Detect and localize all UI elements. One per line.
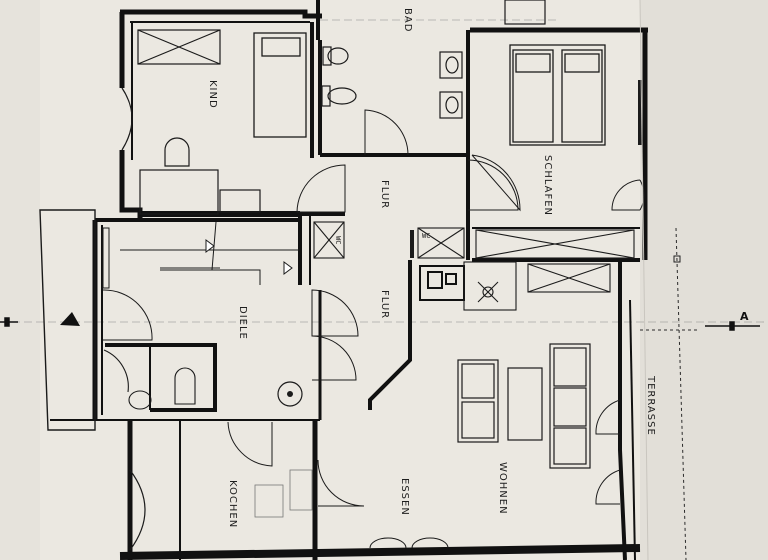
kind-window (121, 87, 133, 151)
paper-fold (639, 0, 649, 560)
kitchen-window (129, 469, 146, 551)
room-label-terrasse: TERRASSE (645, 375, 656, 436)
kind-desk (139, 137, 261, 215)
diele-door-right-2 (311, 335, 357, 381)
coat-stand-center (287, 391, 293, 397)
room-label-kind: KIND (207, 80, 218, 109)
wohnen-sofa-left (457, 359, 499, 443)
schlafen-wardrobe (475, 229, 635, 259)
kitchen-door (227, 421, 273, 467)
stove (463, 261, 517, 311)
diele-door-right (311, 289, 359, 337)
essen-table-hint (369, 537, 449, 549)
bad-fixtures (321, 0, 546, 119)
flur-door-left (296, 164, 346, 213)
terrace-door-2 (595, 469, 621, 505)
wc-label-upper: WC (334, 236, 342, 244)
room-label-diele: DIELE (237, 306, 248, 340)
terrace-door (595, 399, 621, 435)
schlafen-door (471, 154, 521, 212)
paper-shade-left (0, 0, 40, 560)
wall-bottom (119, 544, 641, 560)
entrance-arrow-icon (60, 312, 80, 326)
wc-lower-fixtures (103, 349, 196, 410)
section-marker-right (705, 321, 760, 331)
wohnen-sofa-right (549, 343, 591, 469)
room-label-essen: ESSEN (399, 478, 410, 516)
room-label-bad: BAD (402, 8, 413, 32)
flur-door-right (467, 159, 519, 211)
coat-stand (277, 381, 303, 407)
kitchen-counter (254, 469, 313, 518)
essen-door (317, 459, 365, 507)
schlafen-bed (509, 44, 606, 146)
shaft-right (417, 227, 465, 259)
room-label-flur-lower: FLUR (379, 290, 390, 319)
wohnen-cabinet (527, 263, 611, 293)
room-label-schlafen: SCHLAFEN (542, 155, 553, 216)
terrace-outline (640, 227, 700, 560)
shaft-left (313, 221, 345, 259)
room-label-wohnen: WOHNEN (497, 462, 508, 515)
paper-shade-right (640, 0, 768, 560)
section-mark-a: A (740, 310, 749, 323)
terrace-post (673, 255, 681, 263)
schlafen-balcony-door (611, 179, 645, 211)
entrance-porch (39, 209, 96, 431)
diele-entry-door (102, 289, 153, 341)
bad-door (364, 109, 409, 156)
diele-stairs (102, 221, 300, 289)
kind-bed (253, 32, 307, 138)
wohnen-table (507, 367, 543, 441)
kind-wardrobe (137, 29, 221, 65)
construction-lines (0, 19, 768, 323)
section-marker-left (0, 317, 18, 327)
room-label-flur-upper: FLUR (379, 180, 390, 209)
wc-label-lower: WC (422, 232, 430, 240)
room-label-kochen: KOCHEN (227, 480, 238, 528)
